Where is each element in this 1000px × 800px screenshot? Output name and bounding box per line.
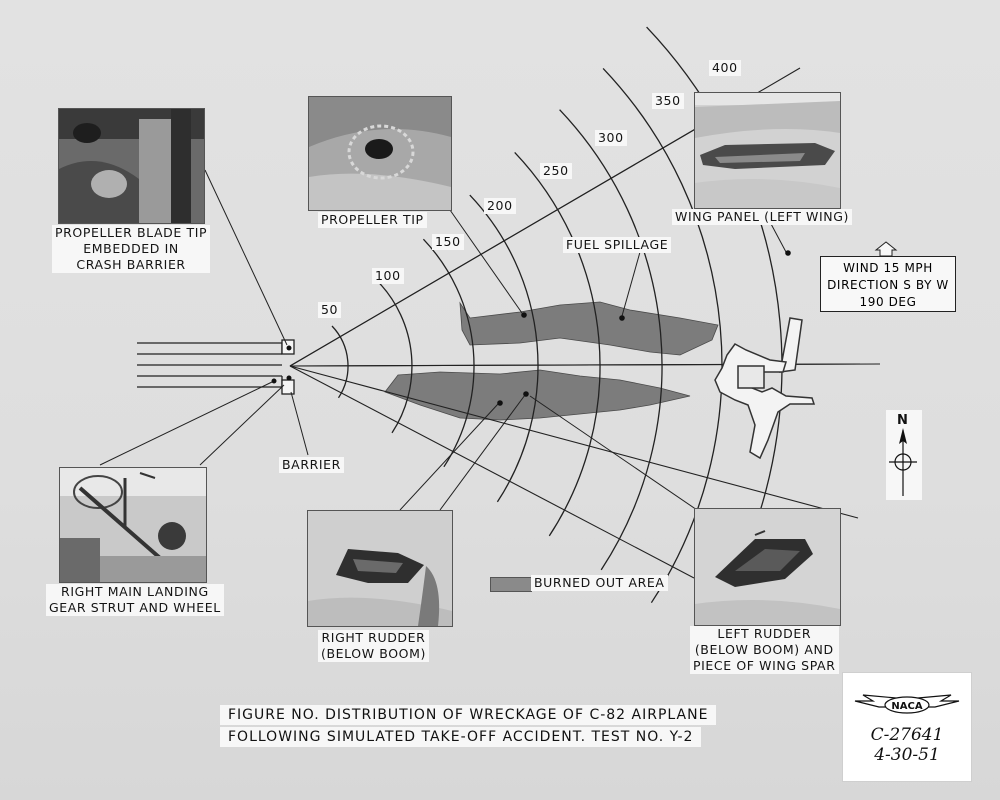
distance-arc	[377, 281, 413, 434]
caption-line: EMBEDDED IN	[83, 241, 179, 256]
caption-line: PIECE OF WING SPAR	[693, 658, 836, 673]
photo-wing-panel	[694, 92, 841, 209]
caption-line: PROPELLER BLADE TIP	[55, 225, 208, 240]
distance-arc	[331, 325, 349, 399]
caption-line: LEFT RUDDER	[717, 626, 812, 641]
barrier-dot	[286, 345, 292, 351]
runway-lines	[137, 342, 283, 388]
distance-label-150: 150	[432, 234, 464, 250]
distribution-ray	[289, 365, 859, 519]
gear-dot	[271, 378, 277, 384]
naca-date: 4-30-51	[874, 745, 940, 765]
caption-left-rudder: LEFT RUDDER (BELOW BOOM) AND PIECE OF WI…	[690, 626, 839, 674]
caption-line: (BELOW BOOM)	[321, 646, 426, 661]
photo-propeller-tip	[308, 96, 452, 211]
caption-line: RIGHT RUDDER	[321, 630, 426, 645]
label-barrier: BARRIER	[279, 457, 344, 473]
caption-landing-gear: RIGHT MAIN LANDING GEAR STRUT AND WHEEL	[46, 584, 224, 616]
photo-left-rudder	[694, 508, 841, 626]
burned-area-lower	[384, 369, 691, 421]
distance-label-400: 400	[709, 60, 741, 76]
caption-line: WING PANEL (LEFT WING)	[675, 209, 850, 224]
distance-label-200: 200	[484, 198, 516, 214]
wind-direction: DIRECTION S BY W	[827, 278, 949, 292]
distance-label-50: 50	[318, 302, 342, 318]
caption-line: PROPELLER TIP	[321, 212, 424, 227]
wind-arrow	[874, 241, 898, 257]
naca-wings-logo: NACA	[854, 694, 960, 714]
wind-speed: WIND 15 MPH	[843, 261, 933, 275]
leader-dot	[497, 400, 503, 406]
distance-arc	[602, 67, 723, 604]
leader-lines	[99, 169, 787, 513]
distance-label-350: 350	[652, 93, 684, 109]
photo-left-rudder-image	[695, 509, 840, 625]
distance-arc	[559, 109, 663, 571]
photo-right-rudder	[307, 510, 453, 627]
figure-title-line-2: FOLLOWING SIMULATED TAKE-OFF ACCIDENT. T…	[220, 727, 702, 747]
airplane-outline	[714, 317, 816, 460]
figure-title-line-1: FIGURE NO. DISTRIBUTION OF WRECKAGE OF C…	[220, 705, 717, 725]
caption-right-rudder: RIGHT RUDDER (BELOW BOOM)	[318, 630, 429, 662]
distribution-ray	[289, 127, 698, 367]
distance-label-250: 250	[540, 163, 572, 179]
barrier-dot	[286, 375, 292, 381]
caption-line: GEAR STRUT AND WHEEL	[49, 600, 221, 615]
distance-label-100: 100	[372, 268, 404, 284]
photo-propeller-tip-image	[309, 97, 451, 210]
photo-landing-gear-image	[60, 468, 206, 582]
legend-swatch-burned	[490, 577, 532, 592]
wind-box: WIND 15 MPH DIRECTION S BY W 190 DEG	[820, 256, 956, 312]
leader-dot	[785, 250, 791, 256]
photo-wing-panel-image	[695, 93, 840, 208]
caption-propeller-blade-tip: PROPELLER BLADE TIP EMBEDDED IN CRASH BA…	[52, 225, 211, 273]
photo-landing-gear	[59, 467, 207, 583]
caption-line: (BELOW BOOM) AND	[694, 642, 834, 657]
distance-arc	[422, 238, 475, 468]
distribution-ray	[289, 365, 695, 579]
compass: N	[886, 410, 922, 500]
legend-label-burned-out-area: BURNED OUT AREA	[531, 575, 668, 591]
label-fuel-spillage: FUEL SPILLAGE	[563, 237, 672, 253]
distance-arc	[514, 151, 601, 537]
leader-dot	[523, 391, 529, 397]
distance-arc	[469, 194, 539, 503]
caption-line: CRASH BARRIER	[76, 257, 186, 272]
naca-logo-text: NACA	[891, 701, 922, 712]
caption-line: RIGHT MAIN LANDING	[61, 584, 209, 599]
photo-blade-tip-image	[59, 109, 204, 223]
caption-propeller-tip: PROPELLER TIP	[318, 212, 427, 228]
compass-north-label: N	[897, 413, 908, 428]
caption-wing-panel: WING PANEL (LEFT WING)	[672, 209, 853, 225]
naca-stamp: NACA C-27641 4-30-51	[842, 672, 972, 782]
leader-dot	[619, 315, 625, 321]
wind-degrees: 190 DEG	[859, 295, 917, 309]
naca-number: C-27641	[870, 725, 944, 745]
photo-propeller-blade-tip	[58, 108, 205, 224]
burned-area-upper	[459, 301, 719, 356]
photo-right-rudder-image	[308, 511, 452, 626]
leader-dot	[521, 312, 527, 318]
distance-label-300: 300	[595, 130, 627, 146]
